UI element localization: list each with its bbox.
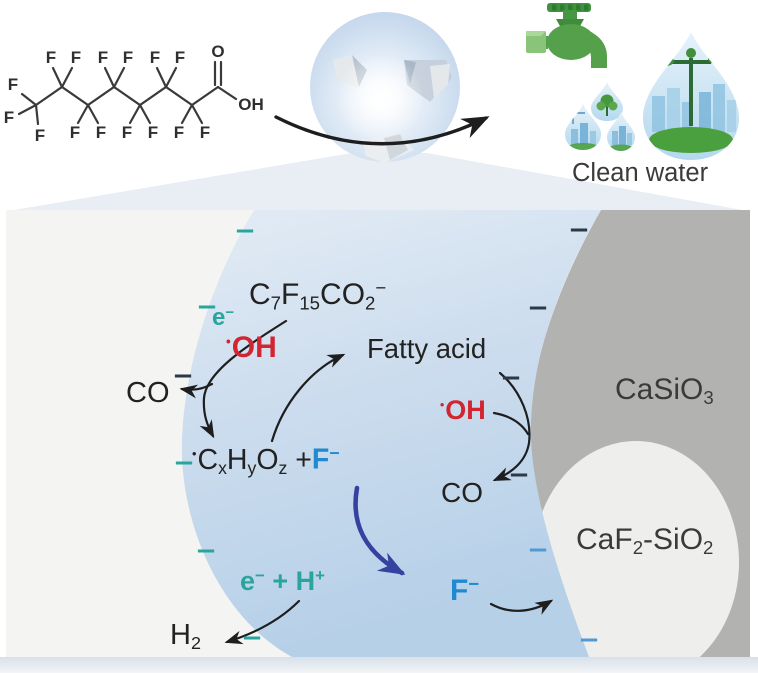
zoom-indicator [8,153,748,211]
label-pfoa-anion: C7F15CO2− [249,277,387,314]
mechanism-panel [6,210,750,657]
surface-charge: − [234,216,256,246]
surface-charge: − [527,293,549,323]
clean-water-illustration [526,3,739,160]
arrow-branch-to-co-left [179,382,214,399]
atom-label-f: F [70,123,80,142]
atom-label-f: F [98,48,108,67]
arrow-eh-to-h2 [224,599,301,645]
label-oh-radical-left: •OH [226,331,277,364]
organic-radical-formula: •CxHyOz + [192,443,312,478]
label-electron-proton: e− + H+ [240,566,325,597]
atom-label-f: F [122,123,132,142]
water-drop-small-3 [607,112,635,151]
arrow-radical-to-fatty-acid [270,353,346,443]
label-co-right: CO [441,477,483,508]
atom-label-f: F [175,48,185,67]
atom-label-f: F [200,123,210,142]
label-co-left: CO [126,377,170,409]
water-drop-large [643,32,739,160]
atom-label-f: F [123,48,133,67]
microdroplet-sphere [310,12,460,163]
surface-charge: − [241,623,263,653]
surface-charge: − [500,363,522,393]
spin-arrow [274,115,490,146]
surface-charge: − [196,292,218,322]
label-h2: H2 [170,619,201,654]
surface-charge: − [195,536,217,566]
atom-label-f: F [8,75,18,94]
label-fluoride: F− [450,573,480,608]
label-casio3: CaSiO3 [615,373,714,409]
atom-label-f: F [174,123,184,142]
atom-label-f: F [4,108,14,127]
atom-label-f: F [148,123,158,142]
surface-charge: − [173,448,195,478]
atom-label-o: O [211,42,224,61]
atom-label-f: F [150,48,160,67]
label-caf2-sio2: CaF2-SiO2 [576,523,714,559]
surface-charge: − [578,625,600,655]
label-fatty-acid: Fatty acid [367,333,487,364]
pfoa-structure: F F F F F F F F F F F F F F F O OH [4,42,264,145]
oh-connector-line [492,411,530,436]
surface-charge: − [508,460,530,490]
label-oh-radical-right: •OH [440,395,486,425]
carbon-chain [34,85,220,107]
label-electron: e− [212,304,235,332]
arrow-fluoride-release [353,485,406,576]
surface-charge: − [527,535,549,565]
clean-water-label: Clean water [572,159,709,187]
sphere-highlight [336,53,424,141]
arrow-fluoride-to-caf2 [489,599,554,615]
atom-label-oh: OH [238,95,264,114]
atom-label-f: F [35,126,45,145]
arrow-pfoa-to-radical [199,319,288,439]
sphere-facet [430,64,450,98]
panel-base-strip [0,657,758,673]
surface-charge: − [568,215,590,245]
atom-label-f: F [96,123,106,142]
surface-charge: − [172,361,194,391]
water-drop-small-1 [591,82,623,121]
arrow-fatty-acid-to-co-right [492,371,531,482]
sphere-facet [384,134,408,160]
atom-label-f: F [46,48,56,67]
atom-label-f: F [71,48,81,67]
fluoride-inline: F− [311,443,340,476]
label-organic-radical: •CxHyOz + F− [192,443,340,478]
faucet-icon [526,3,607,68]
caf2-sio2-region [533,441,739,657]
